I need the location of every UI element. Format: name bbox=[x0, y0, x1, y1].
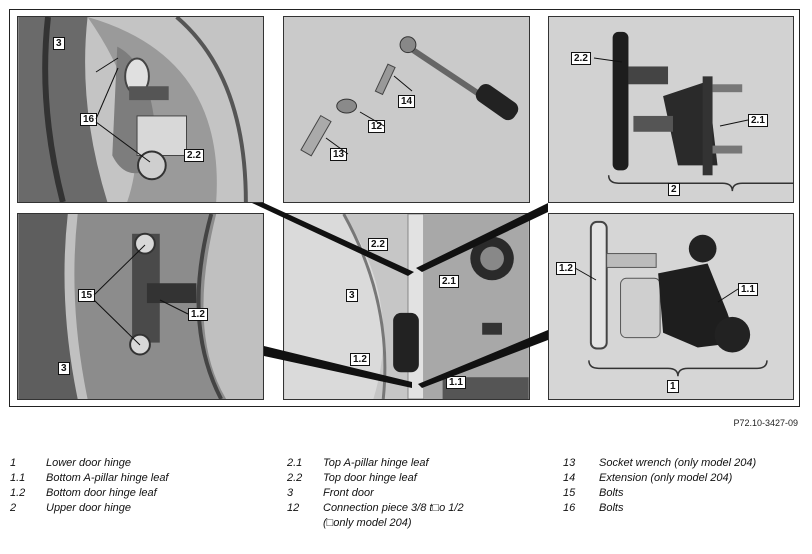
legend-item-number: 15 bbox=[563, 487, 576, 499]
legend-item-text: Lower door hinge bbox=[46, 457, 132, 469]
callout-tc-14: 14 bbox=[398, 95, 416, 108]
callout-bc-2-1: 2.1 bbox=[439, 275, 459, 288]
figure-reference: P72.10-3427-09 bbox=[733, 418, 798, 428]
callout-tl-3: 3 bbox=[53, 37, 65, 50]
legend-column-3: 13 Socket wrench (only model 204) 14 Extens… bbox=[563, 456, 756, 516]
legend-item: 1.1 Bottom A-pillar hinge leaf bbox=[10, 471, 169, 486]
legend-item-text: Connection piece 3/8 t□o 1/2 (□only mode… bbox=[323, 502, 464, 529]
callout-bc-1-1: 1.1 bbox=[446, 376, 466, 389]
door-overview-photo bbox=[284, 214, 529, 399]
legend-item-text: Upper door hinge bbox=[46, 502, 132, 514]
legend-item-text: Extension (only model 204) bbox=[599, 472, 733, 484]
callout-tr-2-2: 2.2 bbox=[571, 52, 591, 65]
callout-bl-15: 15 bbox=[78, 289, 96, 302]
callout-tr-2: 2 bbox=[668, 183, 680, 196]
legend-item-text: Bolts bbox=[599, 502, 624, 514]
lower-hinge-door-photo bbox=[18, 214, 263, 399]
legend-item-number: 12 bbox=[287, 502, 300, 514]
callout-tl-16: 16 bbox=[80, 113, 98, 126]
upper-hinge-detail-photo bbox=[549, 17, 793, 202]
tools-photo bbox=[284, 17, 529, 202]
panel-upper-hinge-detail bbox=[548, 16, 794, 203]
legend-item: 14 Extension (only model 204) bbox=[563, 471, 756, 486]
legend-item: 3 Front door bbox=[287, 486, 464, 501]
legend-item-number: 1.1 bbox=[10, 472, 26, 484]
callout-br-1-2: 1.2 bbox=[556, 262, 576, 275]
callout-bl-1-2: 1.2 bbox=[188, 308, 208, 321]
legend-item-text: Front door bbox=[323, 487, 374, 499]
legend-item: 15 Bolts bbox=[563, 486, 756, 501]
panel-door-overview bbox=[283, 213, 530, 400]
legend-item: 2 Upper door hinge bbox=[10, 501, 169, 516]
callout-tr-2-1: 2.1 bbox=[748, 114, 768, 127]
callout-bl-3: 3 bbox=[58, 362, 70, 375]
legend-item-number: 2 bbox=[10, 502, 17, 514]
panel-lower-hinge-door bbox=[17, 213, 264, 400]
legend-item-number: 16 bbox=[563, 502, 576, 514]
callout-tc-13: 13 bbox=[330, 148, 348, 161]
legend-item-number: 2.2 bbox=[287, 472, 303, 484]
callout-br-1: 1 bbox=[667, 380, 679, 393]
legend-item-number: 14 bbox=[563, 472, 576, 484]
legend-item-number: 3 bbox=[287, 487, 294, 499]
legend-item: 16 Bolts bbox=[563, 501, 756, 516]
callout-br-1-1: 1.1 bbox=[738, 283, 758, 296]
legend-item-text: Bottom A-pillar hinge leaf bbox=[46, 472, 169, 484]
legend-item-text: Top door hinge leaf bbox=[323, 472, 417, 484]
callout-bc-1-2: 1.2 bbox=[350, 353, 370, 366]
legend-item: 2.2 Top door hinge leaf bbox=[287, 471, 464, 486]
legend-item-text: Top A-pillar hinge leaf bbox=[323, 457, 429, 469]
lower-hinge-detail-photo bbox=[549, 214, 793, 399]
callout-tl-2-2: 2.2 bbox=[184, 149, 204, 162]
legend-item-number: 13 bbox=[563, 457, 576, 469]
legend-item: 1.2 Bottom door hinge leaf bbox=[10, 486, 169, 501]
legend-column-2: 2.1 Top A-pillar hinge leaf 2.2 Top door hi… bbox=[287, 456, 464, 531]
legend-item-number: 1 bbox=[10, 457, 17, 469]
legend-item-number: 1.2 bbox=[10, 487, 26, 499]
upper-hinge-door-photo bbox=[18, 17, 263, 202]
legend-item-text: Bolts bbox=[599, 487, 624, 499]
callout-bc-3: 3 bbox=[346, 289, 358, 302]
legend-item-text: Socket wrench (only model 204) bbox=[599, 457, 757, 469]
panel-lower-hinge-detail bbox=[548, 213, 794, 400]
legend-item: 1 Lower door hinge bbox=[10, 456, 169, 471]
legend-item-text: Bottom door hinge leaf bbox=[46, 487, 157, 499]
legend-column-1: 1 Lower door hinge 1.1 Bottom A-pillar hing… bbox=[10, 456, 169, 516]
legend-item: 13 Socket wrench (only model 204) bbox=[563, 456, 756, 471]
callout-tc-12: 12 bbox=[368, 120, 386, 133]
callout-bc-2-2: 2.2 bbox=[368, 238, 388, 251]
legend-item: 2.1 Top A-pillar hinge leaf bbox=[287, 456, 464, 471]
legend-item: 12 Connection piece 3/8 t□o 1/2 (□only mo… bbox=[287, 501, 464, 531]
panel-tools bbox=[283, 16, 530, 203]
legend-item-number: 2.1 bbox=[287, 457, 303, 469]
